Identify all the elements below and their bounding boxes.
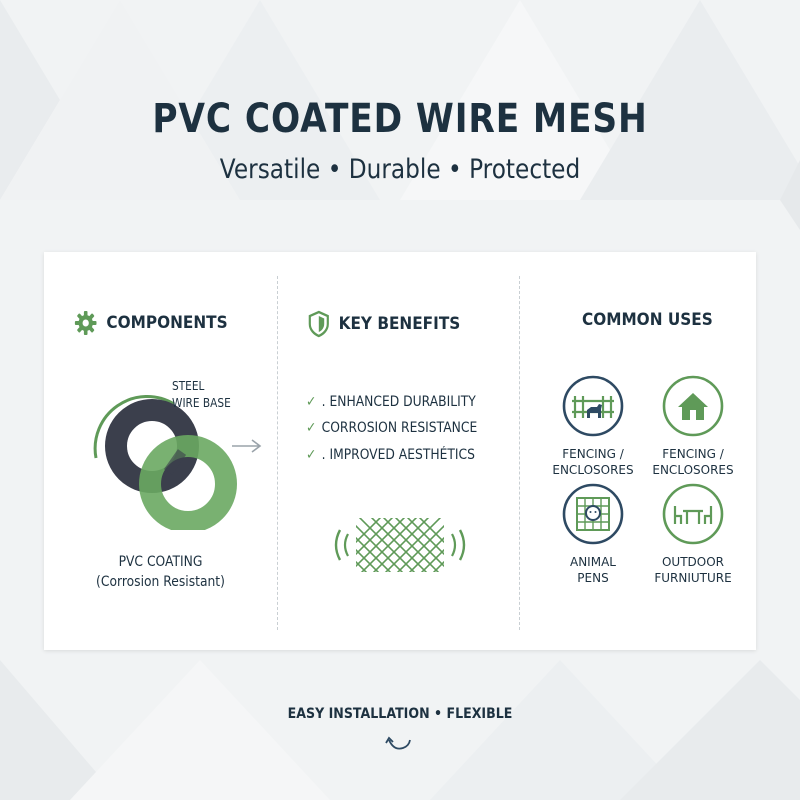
benefit-item: ✓ . IMPROVED AESTHÉTICS	[306, 447, 475, 463]
use-label: FENCING / ENCLOSORES	[652, 447, 734, 477]
wire-mesh-icon	[334, 518, 466, 572]
column-divider	[519, 276, 520, 630]
footer-tagline: EASY INSTALLATION • FLEXIBLE	[287, 706, 513, 722]
benefit-item: ✓ . ENHANCED DURABILITY	[306, 394, 476, 410]
steel-label: STEEL WIRE BASE	[172, 379, 231, 410]
steel-pvc-rings-diagram	[93, 395, 237, 530]
curved-arrow-icon	[385, 736, 411, 750]
outdoor-furniture-icon	[662, 483, 724, 545]
pvc-label: PVC COATING (Corrosion Resistant)	[44, 554, 277, 590]
column-divider	[277, 276, 278, 630]
uses-heading-label: COMMON USES	[582, 310, 713, 330]
use-label: OUTDOOR FURNIUTURE	[654, 555, 732, 585]
fence-dog-icon	[562, 375, 624, 437]
use-label: ANIMAL PENS	[570, 555, 616, 585]
benefits-heading-label: KEY BENEFITS	[338, 314, 461, 334]
house-icon	[662, 375, 724, 437]
components-heading-label: COMPONENTS	[106, 313, 228, 333]
shield-icon	[308, 310, 329, 338]
arrow-right-icon	[232, 439, 262, 453]
info-card: COMPONENTS STEEL WIRE BASE PVC COATING (…	[44, 252, 756, 650]
pvc-coating-sub: (Corrosion Resistant)	[96, 574, 225, 590]
page-title: PVC COATED WIRE MESH	[152, 96, 648, 142]
uses-heading: COMMON USES	[582, 310, 713, 330]
pvc-coating-label: PVC COATING	[118, 554, 203, 570]
components-heading: COMPONENTS	[74, 310, 228, 336]
use-label: FENCING / ENCLOSORES	[552, 447, 634, 477]
page-subtitle: Versatile • Durable • Protected	[219, 154, 581, 185]
animal-pen-icon	[562, 483, 624, 545]
benefit-item: ✓ CORROSION RESISTANCE	[306, 420, 478, 436]
benefits-heading: KEY BENEFITS	[308, 310, 460, 338]
gear-icon	[74, 311, 97, 335]
